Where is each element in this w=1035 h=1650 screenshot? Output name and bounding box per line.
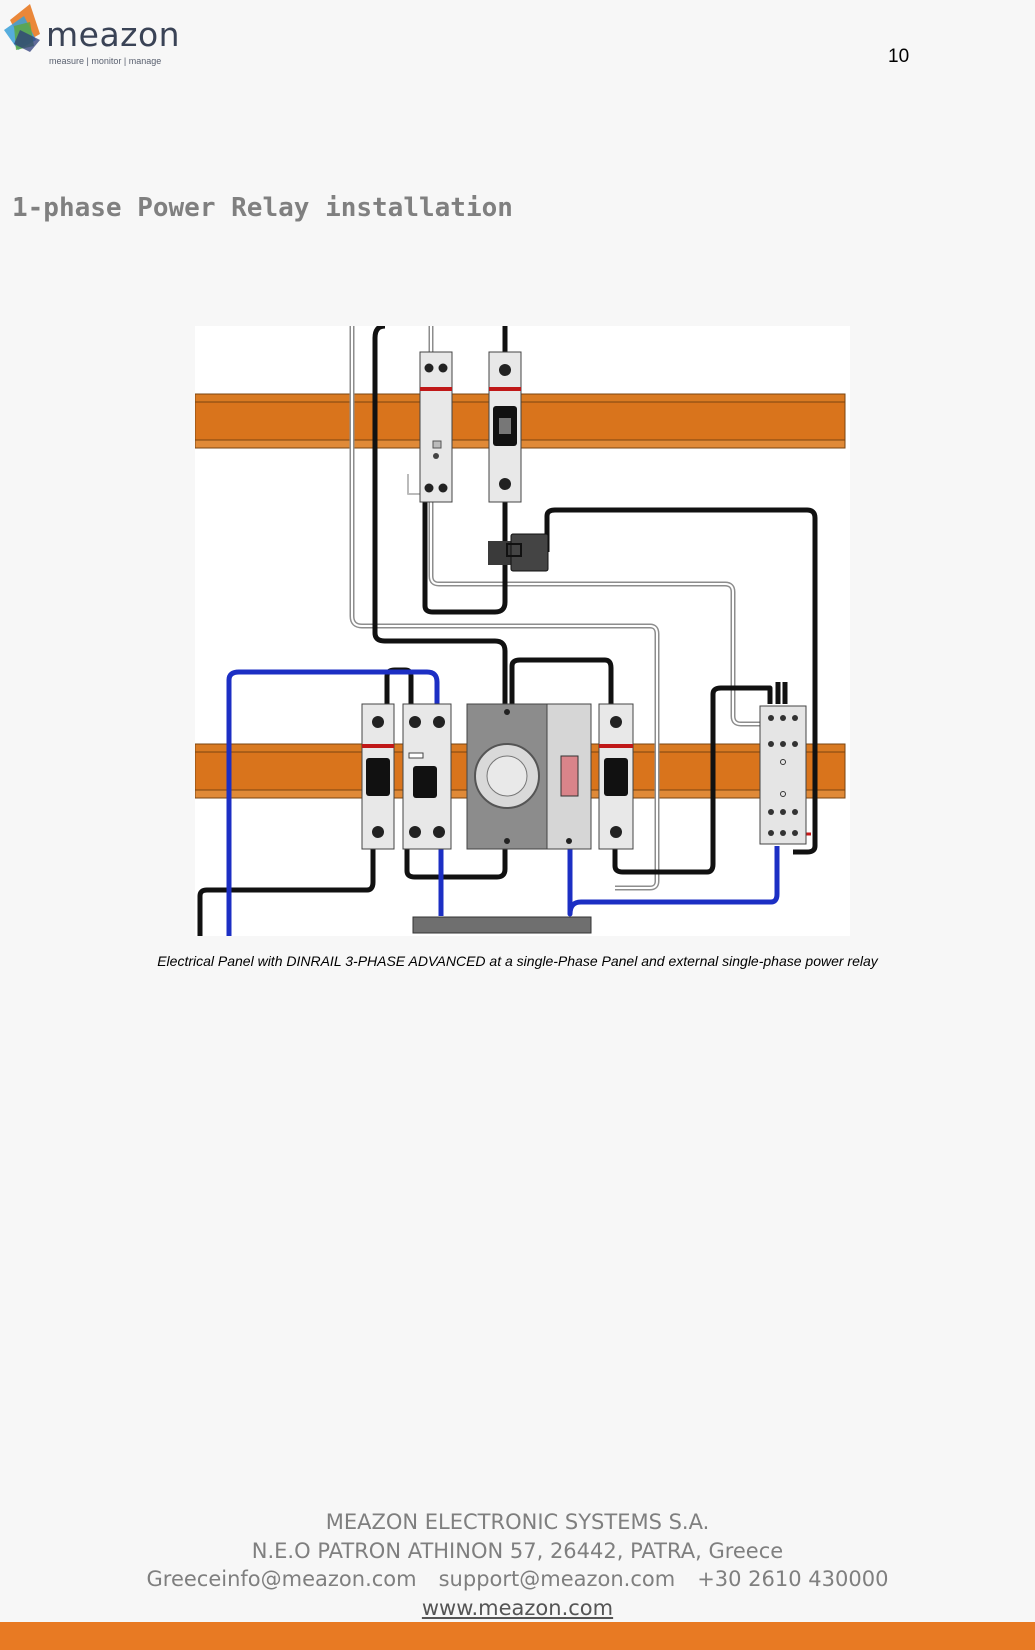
footer-company: MEAZON ELECTRONIC SYSTEMS S.A. bbox=[325, 1510, 710, 1534]
footer-email-info[interactable]: Greeceinfo@meazon.com bbox=[146, 1567, 417, 1591]
footer-accent-bar bbox=[0, 1622, 1035, 1650]
bottom-breaker-1 bbox=[361, 703, 395, 850]
bottom-breaker-3 bbox=[598, 703, 634, 850]
page-number: 10 bbox=[888, 46, 910, 67]
footer-contacts: Greeceinfo@meazon.com support@meazon.com +… bbox=[0, 1565, 1035, 1594]
section-heading: 1-phase Power Relay installation bbox=[12, 193, 513, 223]
power-relay bbox=[759, 705, 807, 845]
wiring-diagram bbox=[194, 323, 850, 936]
page-footer: MEAZON ELECTRONIC SYSTEMS S.A. N.E.O PAT… bbox=[0, 1508, 1035, 1622]
current-clamp bbox=[488, 533, 549, 572]
footer-email-support[interactable]: support@meazon.com bbox=[438, 1567, 676, 1591]
grey-wires bbox=[349, 326, 771, 891]
wiring-diagram-drawing bbox=[194, 323, 850, 936]
figure-caption: Electrical Panel with DINRAIL 3-PHASE AD… bbox=[157, 953, 878, 969]
top-breaker-left bbox=[419, 351, 453, 503]
footer-website-link[interactable]: www.meazon.com bbox=[421, 1595, 614, 1620]
meazon-logo: meazon measure | monitor | manage bbox=[0, 0, 200, 70]
bottom-breaker-2 bbox=[402, 703, 452, 850]
top-breaker-right bbox=[488, 351, 522, 503]
footer-phone: +30 2610 430000 bbox=[697, 1567, 889, 1591]
logo-tagline: measure | monitor | manage bbox=[49, 56, 162, 66]
meazon-logo-icon bbox=[4, 4, 40, 52]
blue-wires bbox=[226, 669, 780, 936]
logo-wordmark: meazon bbox=[46, 15, 181, 54]
footer-address: N.E.O PATRON ATHINON 57, 26442, PATRA, G… bbox=[251, 1538, 784, 1563]
meter-module bbox=[466, 703, 592, 850]
neutral-bar bbox=[412, 916, 592, 934]
